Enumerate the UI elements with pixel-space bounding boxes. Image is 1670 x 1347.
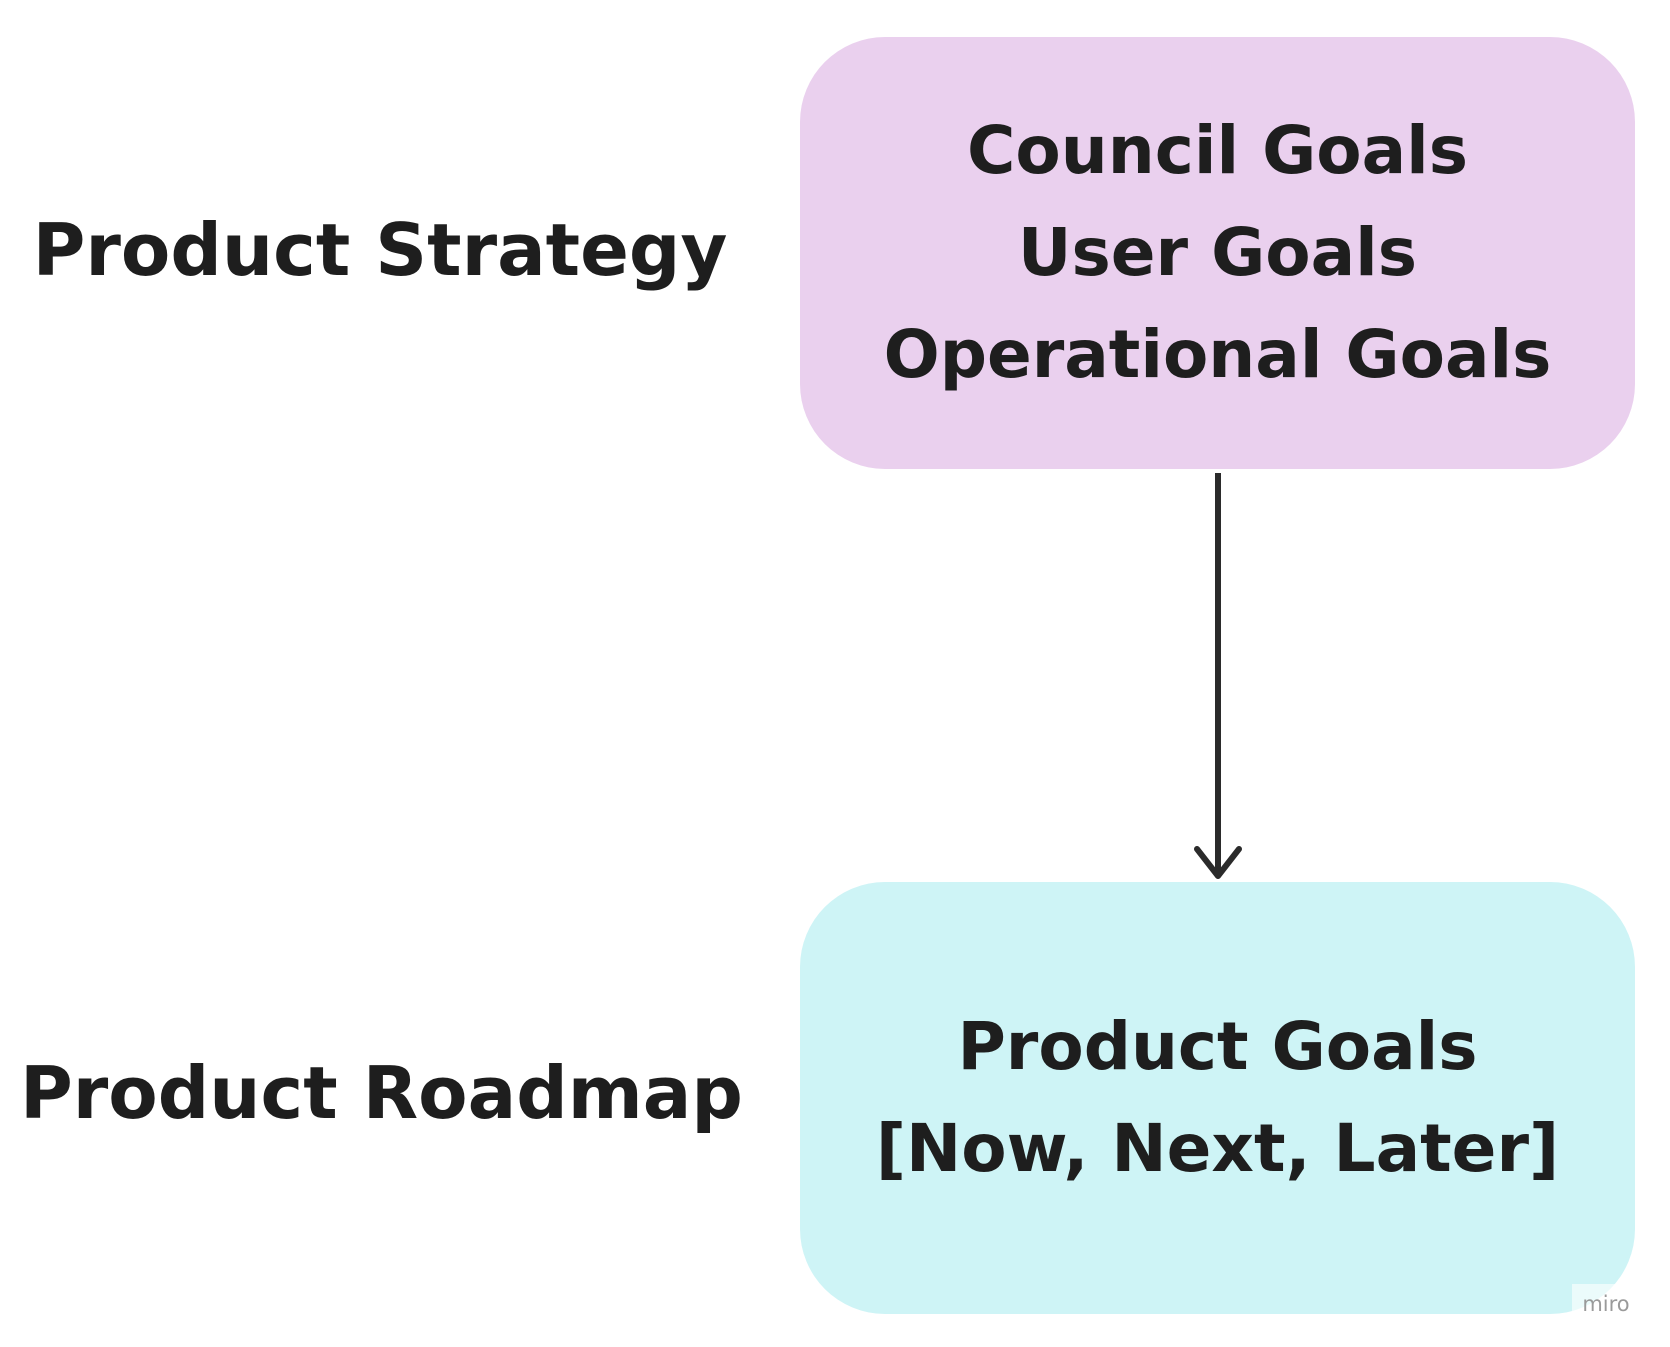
goals-node-top[interactable]: Council Goals User Goals Operational Goa…: [800, 37, 1635, 469]
node-text-operational-goals: Operational Goals: [883, 316, 1552, 393]
miro-watermark: miro: [1572, 1284, 1640, 1324]
node-text-user-goals: User Goals: [1017, 214, 1418, 291]
row-label-product-strategy: Product Strategy: [32, 208, 728, 292]
node-text-council-goals: Council Goals: [966, 112, 1469, 189]
arrowhead-icon: [1194, 846, 1242, 879]
goals-node-bottom[interactable]: Product Goals [Now, Next, Later]: [800, 882, 1635, 1314]
node-text-product-goals: Product Goals: [957, 1008, 1478, 1085]
row-label-product-roadmap: Product Roadmap: [20, 1051, 743, 1135]
node-text-now-next-later: [Now, Next, Later]: [875, 1110, 1560, 1187]
